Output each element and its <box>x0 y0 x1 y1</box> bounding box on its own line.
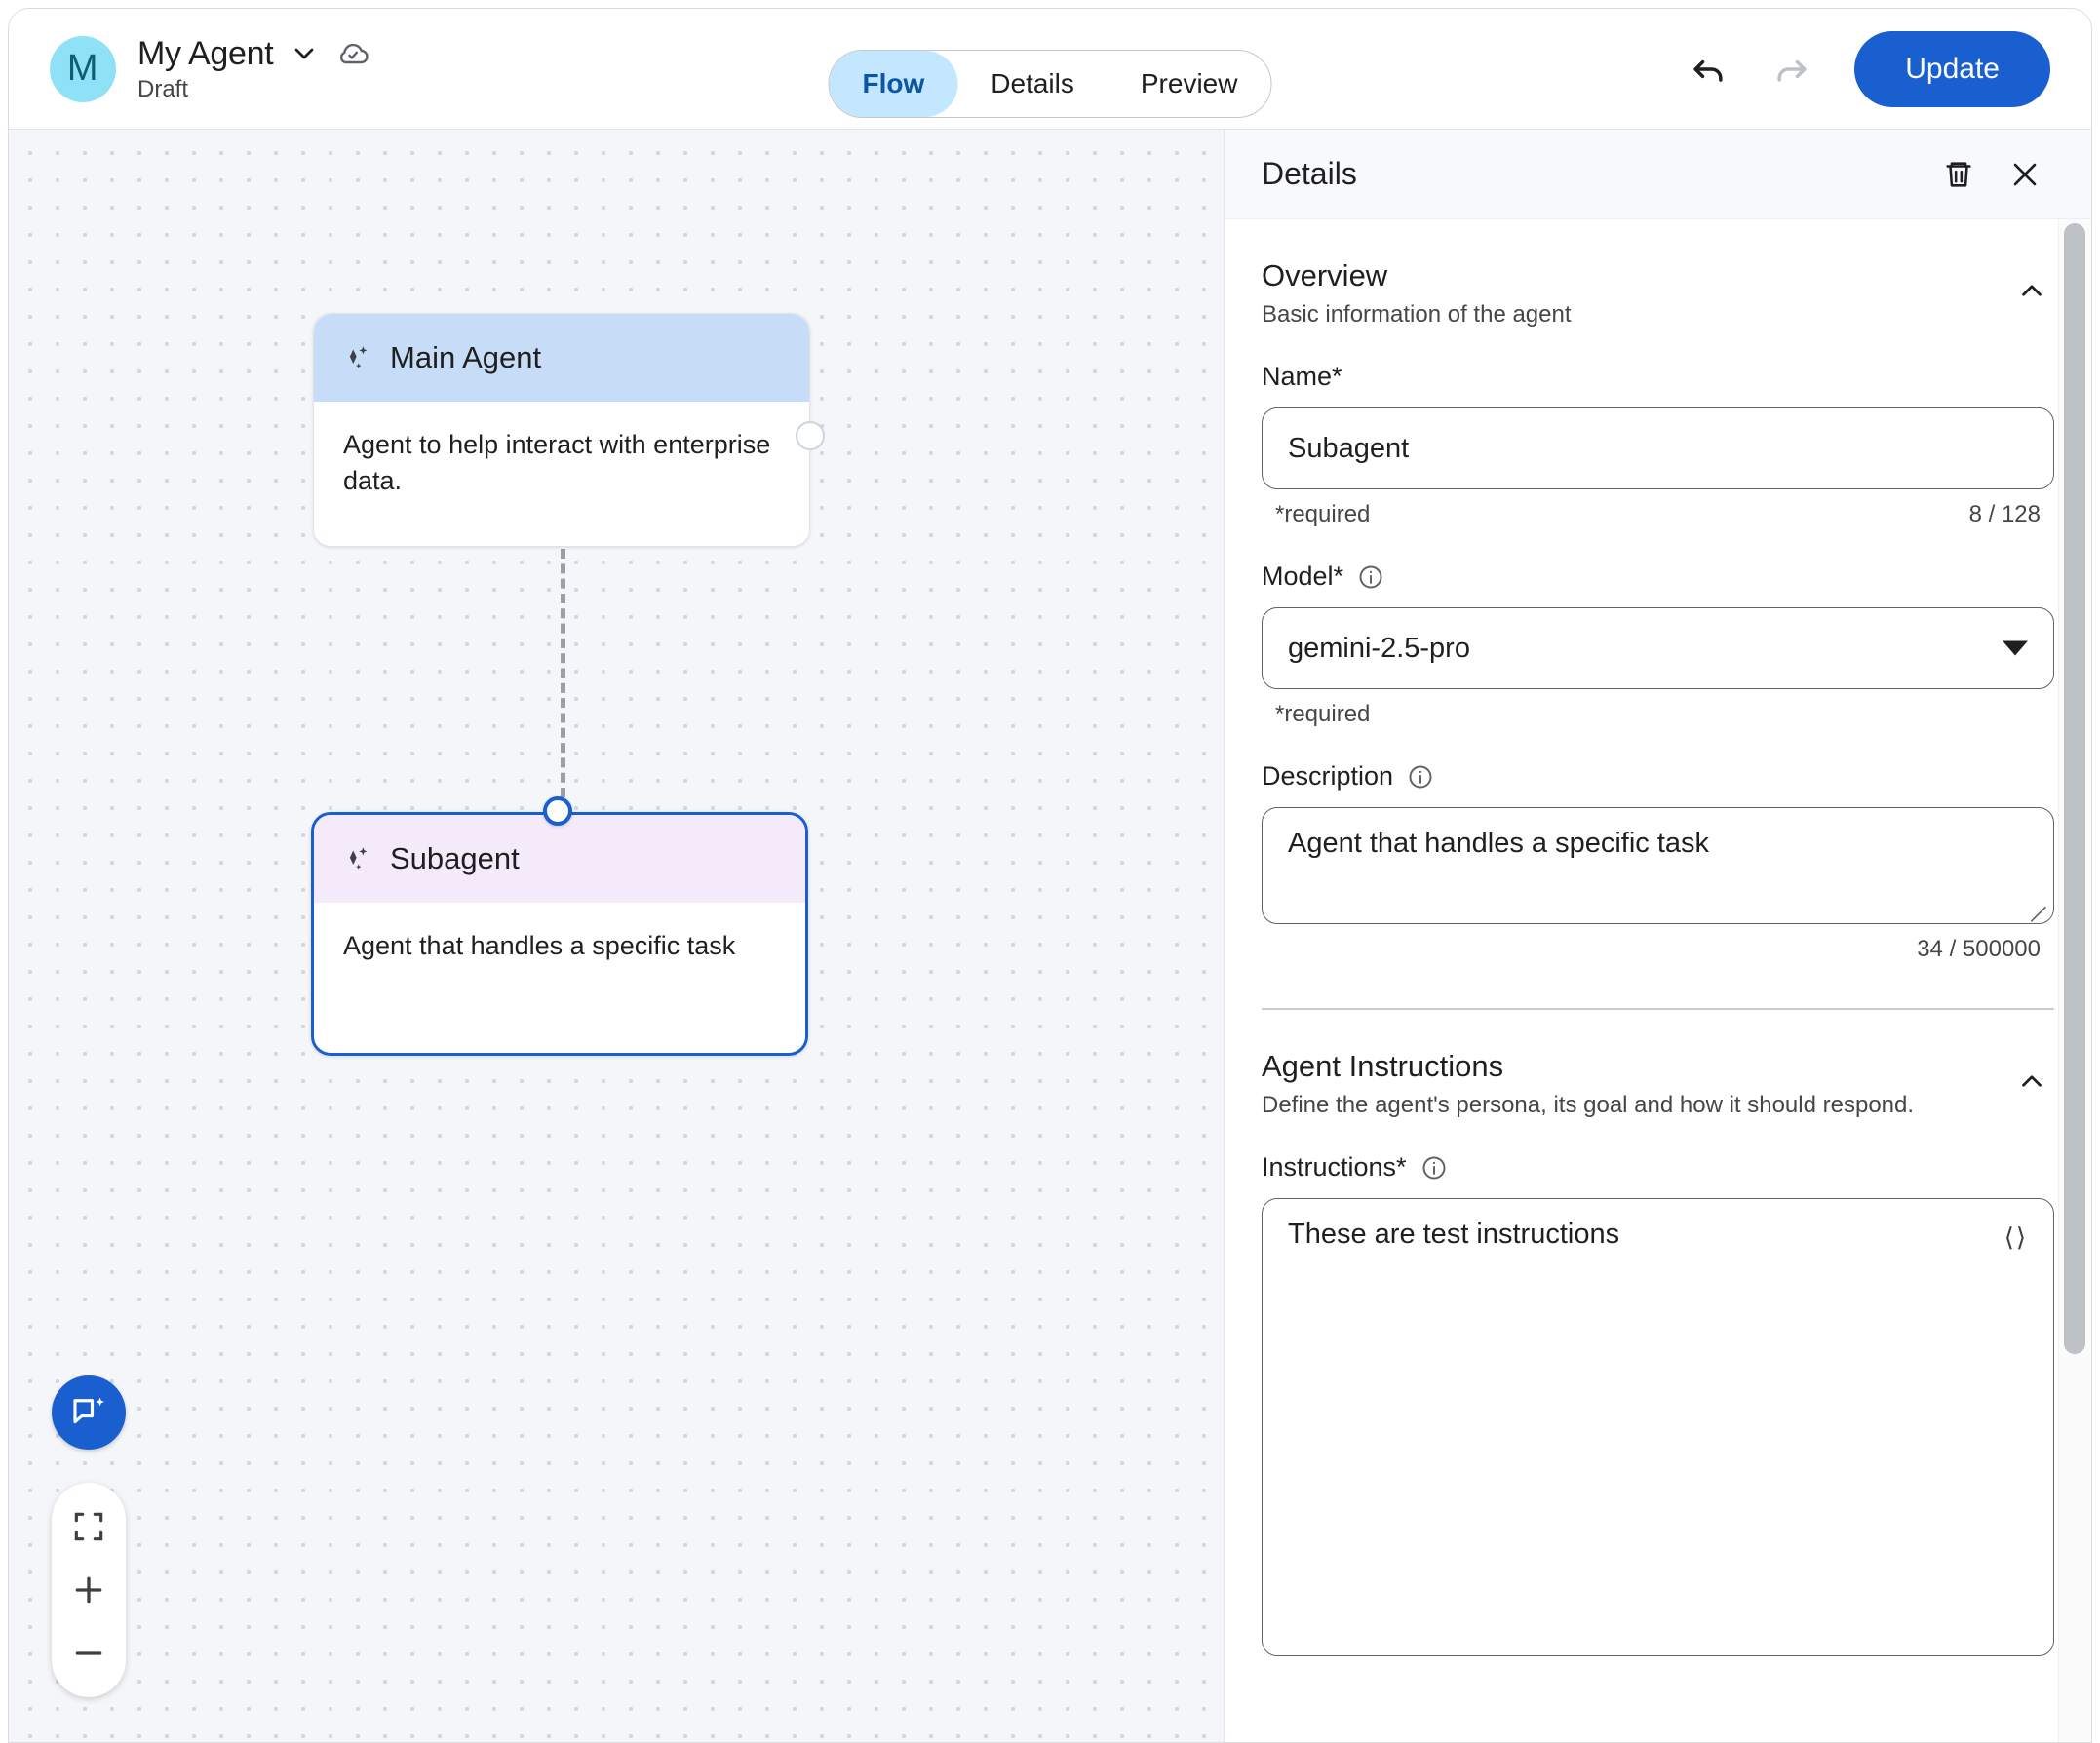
brand-block: M My Agent Draft <box>50 35 370 103</box>
section-agent-instructions-subtitle: Define the agent's persona, its goal and… <box>1262 1092 1915 1118</box>
undo-icon[interactable] <box>1687 48 1730 91</box>
info-icon[interactable] <box>1407 763 1434 791</box>
node-subagent-body: Agent that handles a specific task <box>314 903 805 964</box>
name-input-value: Subagent <box>1288 432 1410 464</box>
field-name-label: Name* <box>1262 362 2054 392</box>
fit-screen-icon[interactable] <box>58 1496 119 1557</box>
details-panel-body: Overview Basic information of the agent … <box>1225 219 2091 1742</box>
redo-icon[interactable] <box>1770 48 1813 91</box>
tab-flow[interactable]: Flow <box>829 51 958 117</box>
field-model-required-hint: *required <box>1275 701 1371 727</box>
title-block: My Agent Draft <box>137 35 370 103</box>
agent-builder-window: M My Agent Draft Flo <box>8 8 2092 1743</box>
section-agent-instructions-header: Agent Instructions Define the agent's pe… <box>1262 1010 2054 1119</box>
model-select-value: gemini-2.5-pro <box>1288 632 1470 664</box>
trash-icon[interactable] <box>1933 149 1984 200</box>
field-name-label-text: Name* <box>1262 362 1342 391</box>
details-panel-header: Details <box>1225 130 2091 219</box>
field-model-label: Model* <box>1262 562 2054 592</box>
status-badge: Draft <box>137 75 189 102</box>
resize-grip-icon[interactable] <box>2028 899 2047 922</box>
field-model-label-text: Model* <box>1262 562 1344 591</box>
info-icon[interactable] <box>1420 1154 1448 1181</box>
chevron-down-icon[interactable] <box>289 38 320 69</box>
chevron-down-icon[interactable] <box>2003 640 2028 656</box>
page-title: My Agent <box>137 34 274 72</box>
zoom-in-button[interactable] <box>58 1560 119 1620</box>
tab-preview[interactable]: Preview <box>1140 68 1238 98</box>
field-description-label-text: Description <box>1262 761 1394 791</box>
chevron-up-icon[interactable] <box>2009 268 2054 313</box>
zoom-controls <box>52 1483 126 1697</box>
field-description-counter: 34 / 500000 <box>1917 936 2041 962</box>
node-main-agent[interactable]: Main Agent Agent to help interact with e… <box>313 313 825 547</box>
instructions-textarea[interactable]: These are test instructions ⟨⟩ <box>1262 1198 2054 1656</box>
info-icon[interactable] <box>1357 563 1384 591</box>
zoom-out-button[interactable] <box>58 1623 119 1684</box>
field-description-help: 34 / 500000 <box>1262 936 2054 963</box>
field-model-help: *required <box>1262 701 2054 728</box>
section-overview-subtitle: Basic information of the agent <box>1262 301 1572 328</box>
instructions-textarea-value: These are test instructions <box>1288 1219 1620 1250</box>
chevron-up-icon[interactable] <box>2009 1059 2054 1104</box>
code-brackets-icon[interactable]: ⟨⟩ <box>2003 1222 2028 1252</box>
node-main-agent-description: Agent to help interact with enterprise d… <box>343 430 771 495</box>
node-subagent-description: Agent that handles a specific task <box>343 931 736 960</box>
node-main-agent-inner: Main Agent Agent to help interact with e… <box>314 314 809 546</box>
node-main-agent-header: Main Agent <box>314 314 809 402</box>
node-subagent-input-handle[interactable] <box>543 796 572 826</box>
field-instructions-label: Instructions* <box>1262 1152 2054 1182</box>
description-textarea[interactable]: Agent that handles a specific task <box>1262 807 2054 924</box>
node-main-agent-title: Main Agent <box>390 340 542 374</box>
node-subagent-title: Subagent <box>390 841 520 875</box>
close-icon[interactable] <box>2000 149 2050 200</box>
field-description-label: Description <box>1262 761 2054 792</box>
sparkle-icon <box>343 343 372 372</box>
model-select[interactable]: gemini-2.5-pro <box>1262 607 2054 689</box>
tab-details[interactable]: Details <box>991 68 1074 98</box>
field-name-required-hint: *required <box>1275 501 1371 527</box>
field-name-help: *required 8 / 128 <box>1262 501 2054 528</box>
app-header: M My Agent Draft Flo <box>9 9 2091 130</box>
field-name-counter: 8 / 128 <box>1968 501 2041 527</box>
sparkle-icon <box>343 844 372 873</box>
section-overview-title: Overview <box>1262 258 1388 292</box>
field-model: Model* gemini-2.5-pro *required <box>1262 562 2054 728</box>
edge-main-to-subagent <box>561 549 565 797</box>
details-panel-title: Details <box>1262 156 1357 191</box>
section-overview-header: Overview Basic information of the agent <box>1262 219 2054 329</box>
field-instructions-label-text: Instructions* <box>1262 1152 1407 1181</box>
section-divider <box>1262 1008 2054 1010</box>
flow-canvas[interactable]: Main Agent Agent to help interact with e… <box>9 130 1225 1742</box>
header-actions: Update <box>1687 9 2050 130</box>
node-main-agent-body: Agent to help interact with enterprise d… <box>314 402 809 498</box>
section-agent-instructions-title: Agent Instructions <box>1262 1049 1504 1083</box>
field-name: Name* Subagent *required 8 / 128 <box>1262 362 2054 528</box>
chat-sparkle-icon[interactable] <box>52 1375 126 1450</box>
cloud-check-icon <box>335 36 370 71</box>
field-description: Description Agent that handles a specifi… <box>1262 761 2054 963</box>
avatar: M <box>50 35 116 102</box>
title-row: My Agent <box>137 35 370 73</box>
node-subagent-inner: Subagent Agent that handles a specific t… <box>314 815 805 1053</box>
update-button[interactable]: Update <box>1854 31 2050 107</box>
node-main-agent-output-handle[interactable] <box>796 421 825 450</box>
name-input[interactable]: Subagent <box>1262 407 2054 489</box>
node-subagent-header: Subagent <box>314 815 805 903</box>
details-panel: Details Overview Basic information of <box>1224 130 2091 1742</box>
view-tabs: Flow Details Preview <box>828 50 1272 118</box>
panel-scrollbar-thumb[interactable] <box>2064 223 2085 1354</box>
node-subagent[interactable]: Subagent Agent that handles a specific t… <box>311 796 808 1056</box>
field-instructions: Instructions* These are test instruction… <box>1262 1152 2054 1656</box>
description-textarea-value: Agent that handles a specific task <box>1288 828 1710 859</box>
